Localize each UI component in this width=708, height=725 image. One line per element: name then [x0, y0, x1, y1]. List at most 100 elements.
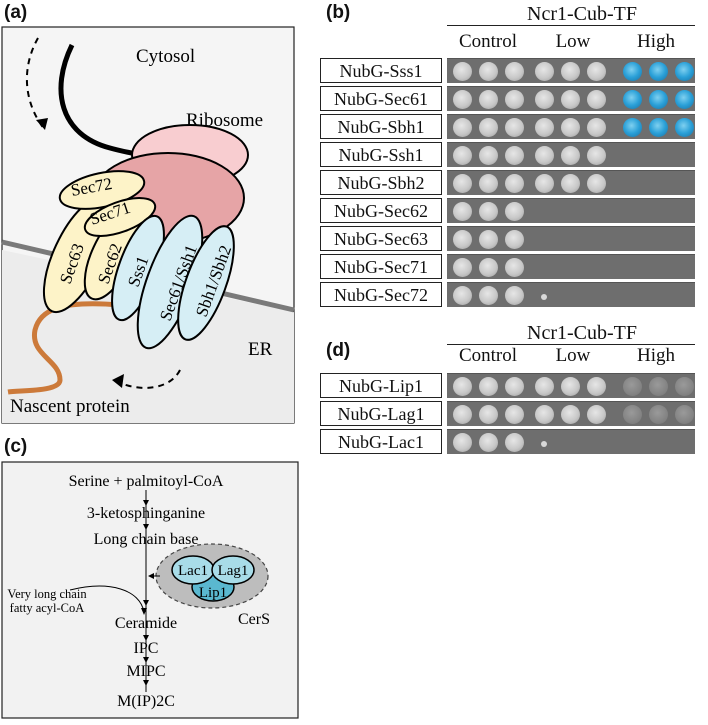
yeast-colony — [561, 377, 580, 396]
growth-cell — [617, 282, 695, 307]
growth-cell — [529, 254, 617, 279]
yeast-colony — [505, 230, 524, 249]
yeast-colony — [649, 62, 668, 81]
strain-label: NubG-Sec62 — [320, 198, 442, 223]
growth-cell — [529, 373, 617, 398]
strain-label: NubG-Sec71 — [320, 254, 442, 279]
yeast-colony — [479, 62, 498, 81]
growth-cell — [447, 58, 529, 83]
strain-label: NubG-Sec72 — [320, 282, 442, 307]
yeast-colony — [453, 146, 472, 165]
yeast-colony — [453, 433, 472, 452]
strain-label: NubG-Lip1 — [320, 373, 442, 398]
growth-cell — [447, 142, 529, 167]
panel-b-bait: Ncr1-Cub-TF — [527, 3, 637, 25]
step-ketosphinganine: 3-ketosphinganine — [87, 505, 205, 522]
strain-label: NubG-Sss1 — [320, 58, 442, 83]
yeast-colony — [453, 405, 472, 424]
yeast-colony — [535, 62, 554, 81]
yeast-colony — [505, 377, 524, 396]
yeast-colony — [535, 377, 554, 396]
vlcfa-arrow — [69, 585, 145, 613]
growth-cell — [447, 429, 529, 454]
arrowhead-6 — [143, 680, 149, 686]
yeast-colony — [623, 62, 642, 81]
growth-cell — [617, 429, 695, 454]
yeast-colony — [479, 146, 498, 165]
growth-cell — [529, 86, 617, 111]
arrowhead-1 — [143, 500, 149, 506]
yeast-colony — [623, 405, 642, 424]
step-lcb: Long chain base — [94, 531, 199, 548]
panel-b-label: (b) — [326, 2, 351, 23]
yeast-speck — [541, 441, 547, 447]
yeast-colony — [453, 118, 472, 137]
yeast-colony — [479, 118, 498, 137]
yeast-colony — [587, 405, 606, 424]
lip1-label: Lip1 — [199, 585, 227, 601]
yeast-colony — [479, 90, 498, 109]
panel-c-label: (c) — [4, 436, 28, 457]
strain-label: NubG-Sbh2 — [320, 170, 442, 195]
strain-label: NubG-Sbh1 — [320, 114, 442, 139]
yeast-colony — [479, 174, 498, 193]
growth-cell — [447, 254, 529, 279]
strain-label: NubG-Lag1 — [320, 401, 442, 426]
yeast-colony — [561, 405, 580, 424]
step-mip2c: M(IP)2C — [117, 693, 175, 710]
yeast-colony — [675, 405, 694, 424]
panel-c-diagram: Serine + palmitoyl-CoA 3-ketosphinganine… — [1, 461, 299, 719]
yeast-colony — [623, 90, 642, 109]
yeast-colony — [675, 377, 694, 396]
yeast-colony — [505, 146, 524, 165]
growth-cell — [617, 142, 695, 167]
lag1-subunit — [211, 555, 255, 585]
panel-d-col-low: Low — [555, 345, 591, 366]
yeast-colony — [453, 377, 472, 396]
yeast-colony — [623, 377, 642, 396]
panel-b-col-low: Low — [555, 31, 591, 52]
yeast-colony — [479, 405, 498, 424]
growth-cell — [617, 401, 695, 426]
yeast-colony — [649, 377, 668, 396]
lag1-label: Lag1 — [218, 563, 249, 579]
yeast-colony — [453, 62, 472, 81]
growth-cell — [617, 170, 695, 195]
arrowhead-2 — [143, 524, 149, 530]
growth-cell — [529, 58, 617, 83]
translocation-arrowhead — [112, 374, 124, 388]
growth-cell — [447, 401, 529, 426]
arrowhead-4 — [143, 635, 149, 641]
yeast-colony — [649, 405, 668, 424]
yeast-colony — [505, 258, 524, 277]
growth-cell — [529, 198, 617, 223]
panel-d-label: (d) — [326, 340, 351, 361]
yeast-colony — [649, 118, 668, 137]
yeast-colony — [479, 377, 498, 396]
growth-cell — [529, 401, 617, 426]
ribosome-label: Ribosome — [186, 110, 263, 131]
yeast-colony — [535, 405, 554, 424]
yeast-colony — [505, 433, 524, 452]
nascent-protein-label: Nascent protein — [10, 396, 130, 417]
yeast-colony — [587, 377, 606, 396]
growth-cell — [447, 198, 529, 223]
growth-cell — [529, 170, 617, 195]
lac1-label: Lac1 — [178, 563, 208, 579]
sbh1-sbh2-protein — [177, 225, 235, 341]
panel-b-col-high: High — [637, 31, 675, 52]
growth-cell — [447, 170, 529, 195]
cers-arrowhead — [148, 573, 154, 579]
growth-cell — [529, 282, 617, 307]
yeast-colony — [675, 62, 694, 81]
translation-arrowhead — [36, 118, 48, 130]
step-serine: Serine + palmitoyl-CoA — [69, 473, 224, 490]
growth-cell — [447, 282, 529, 307]
growth-cell — [529, 429, 617, 454]
yeast-colony — [453, 230, 472, 249]
growth-cell — [529, 226, 617, 251]
panel-d-bait: Ncr1-Cub-TF — [527, 322, 637, 344]
yeast-colony — [479, 258, 498, 277]
strain-label: NubG-Sec63 — [320, 226, 442, 251]
